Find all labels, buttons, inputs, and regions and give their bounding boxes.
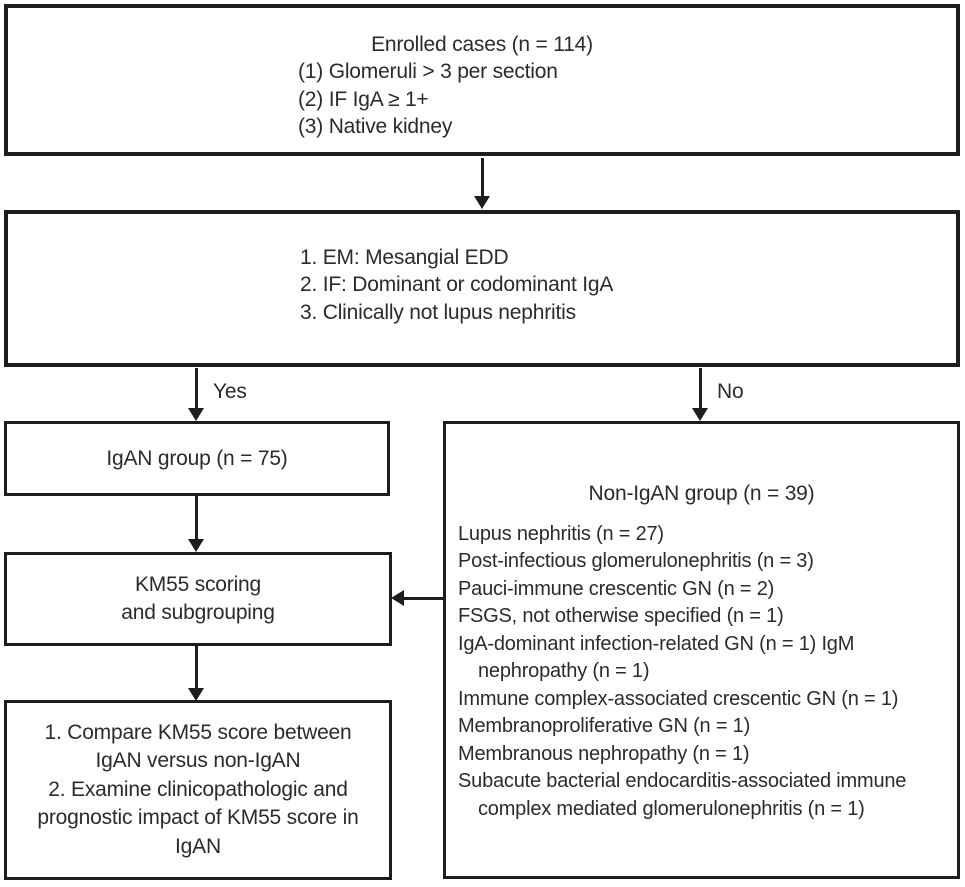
arrow-line-km55-to-objectives <box>195 646 198 689</box>
arrowhead-igan-to-km55 <box>188 539 204 552</box>
list-line: Subacute bacterial endocarditis-associat… <box>458 770 907 820</box>
no-branch-label: No <box>717 380 744 403</box>
list-line: (3) Native kidney <box>298 115 453 139</box>
arrowhead-no-branch <box>692 408 708 421</box>
list-line: IgAN versus non-IgAN <box>95 749 301 773</box>
list-line: 1. EM: Mesangial EDD <box>300 246 509 269</box>
list-line: Post-infectious glomerulonephritis (n = … <box>458 550 814 572</box>
list-line: FSGS, not otherwise specified (n = 1) <box>458 605 784 627</box>
arrow-line-yes-branch <box>195 368 198 409</box>
list-line: (1) Glomeruli > 3 per section <box>298 60 558 84</box>
list-line: prognostic impact of KM55 score in <box>37 806 359 830</box>
non-igan-diagnoses-list: Lupus nephritis (n = 27) Post-infectious … <box>458 521 945 824</box>
diagnostic-criteria-box: 1. EM: Mesangial EDD 2. IF: Dominant or c… <box>4 210 960 367</box>
list-line: IgA-dominant infection-related GN (n = 1… <box>458 632 855 683</box>
igan-group-box: IgAN group (n = 75) <box>4 421 390 496</box>
diagnostic-criteria-list: 1. EM: Mesangial EDD 2. IF: Dominant or c… <box>300 244 956 326</box>
list-line: Membranoproliferative GN (n = 1) <box>458 715 751 737</box>
list-line: 3. Clinically not lupus nephritis <box>300 300 576 324</box>
arrowhead-yes-branch <box>188 408 204 421</box>
igan-group-label: IgAN group (n = 75) <box>106 446 288 470</box>
enrolled-cases-box: Enrolled cases (n = 114) (1) Glomeruli >… <box>4 4 960 156</box>
list-line: IgAN <box>175 834 221 858</box>
list-line: Pauci-immune crescentic GN (n = 2) <box>458 577 775 600</box>
list-line: Membranous nephropathy (n = 1) <box>458 742 750 765</box>
list-line: Immune complex-associated crescentic GN … <box>458 687 899 710</box>
arrow-line-igan-to-km55 <box>195 496 198 540</box>
km55-scoring-box: KM55 scoring and subgrouping <box>4 552 392 646</box>
arrowhead-enrolled-to-criteria <box>474 196 490 209</box>
list-line: (2) IF IgA ≥ 1+ <box>298 87 429 111</box>
arrowhead-km55-to-objectives <box>188 688 204 701</box>
list-line: 1. Compare KM55 score between <box>44 720 352 744</box>
non-igan-group-box: Non-IgAN group (n = 39) Lupus nephritis … <box>443 421 960 879</box>
yes-branch-label: Yes <box>213 380 247 403</box>
arrow-line-nonigan-to-km55 <box>404 597 443 600</box>
enrolled-cases-title: Enrolled cases (n = 114) <box>371 33 593 56</box>
list-line: 2. IF: Dominant or codominant IgA <box>300 273 614 297</box>
km55-scoring-line2: and subgrouping <box>121 601 275 624</box>
enrollment-criteria-list: (1) Glomeruli > 3 per section (2) IF IgA … <box>298 58 956 140</box>
non-igan-group-title: Non-IgAN group (n = 39) <box>588 482 815 505</box>
km55-scoring-line1: KM55 scoring <box>135 573 261 596</box>
arrow-line-enrolled-to-criteria <box>481 158 484 198</box>
list-line: 2. Examine clinicopathologic and <box>48 777 348 801</box>
arrowhead-nonigan-to-km55 <box>391 590 404 606</box>
arrow-line-no-branch <box>699 368 702 409</box>
list-line: Lupus nephritis (n = 27) <box>458 522 664 545</box>
